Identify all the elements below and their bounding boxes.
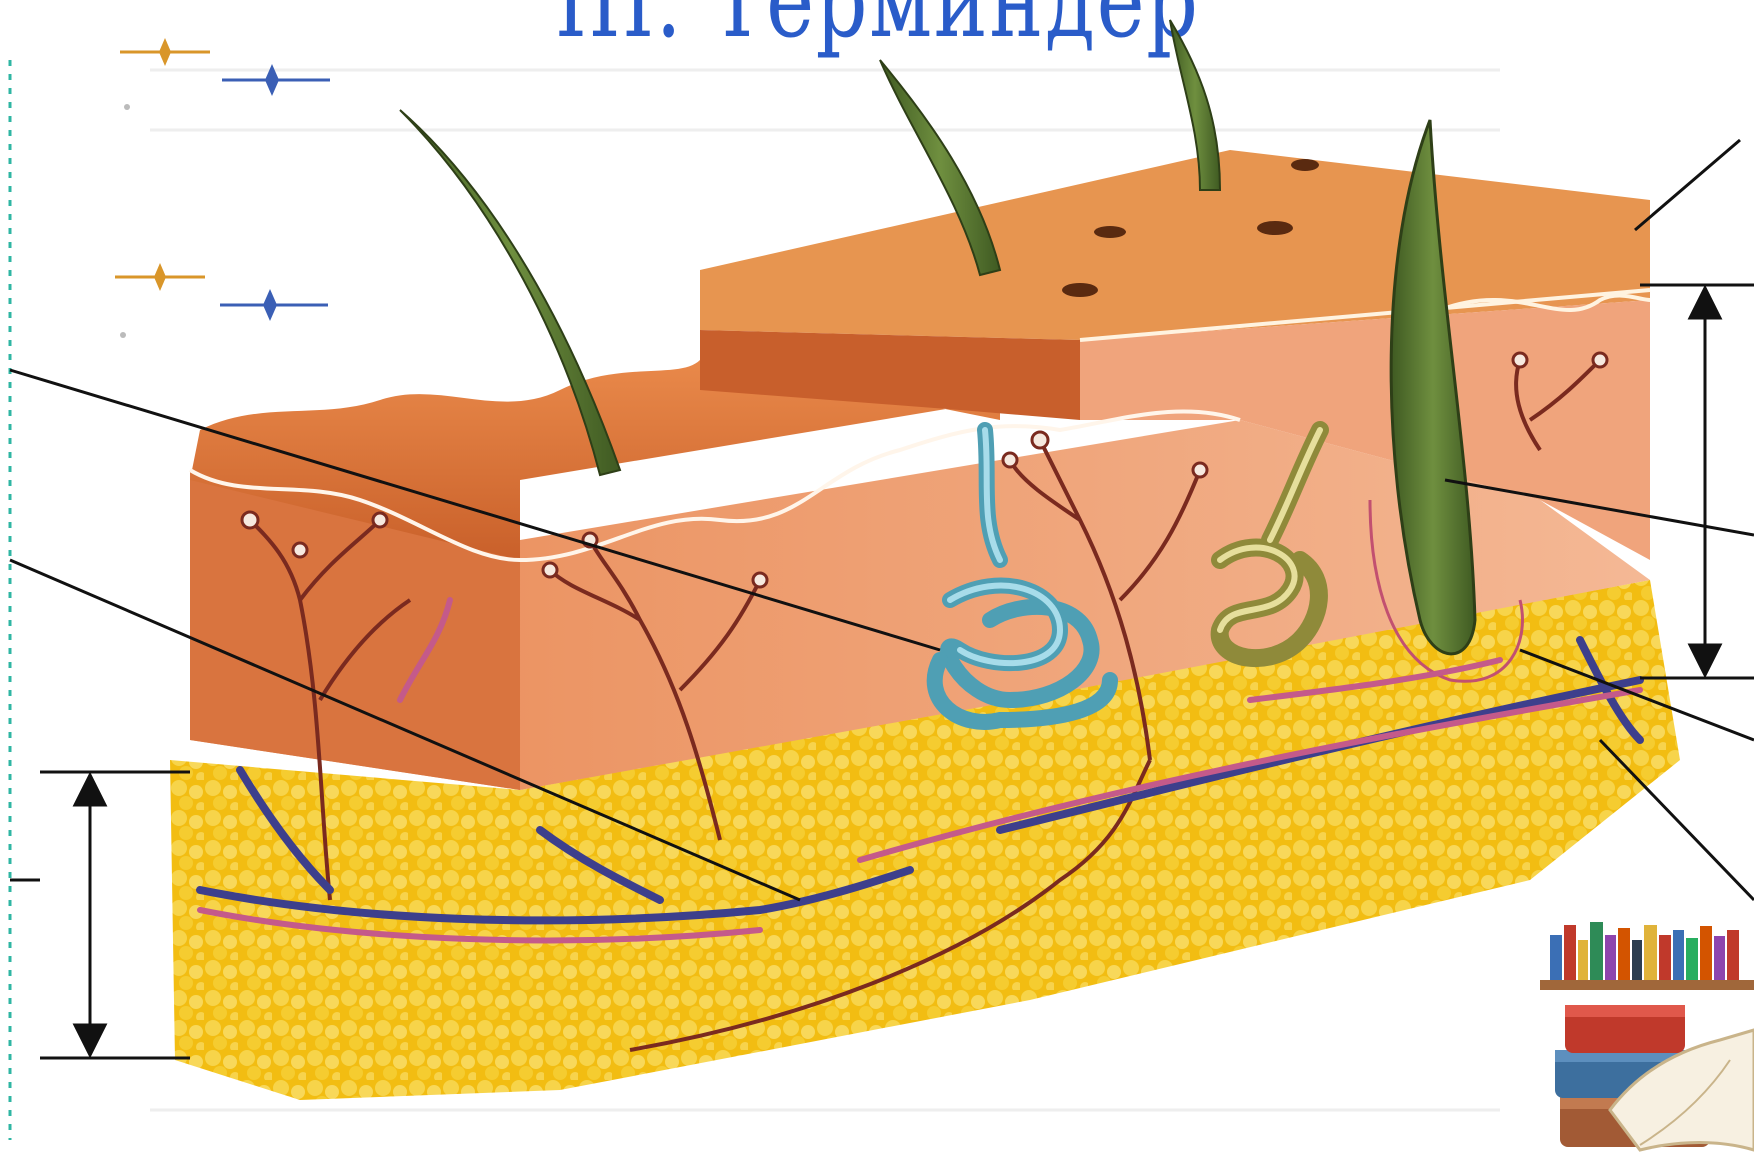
bookshelf-icon <box>1540 922 1754 990</box>
sparkle-icon <box>115 263 328 338</box>
books-icon <box>1555 1005 1754 1150</box>
hypodermis-thickness-indicator <box>40 772 190 1058</box>
sparkle-icon <box>120 38 330 110</box>
dermis-thickness-indicator <box>1640 285 1754 678</box>
